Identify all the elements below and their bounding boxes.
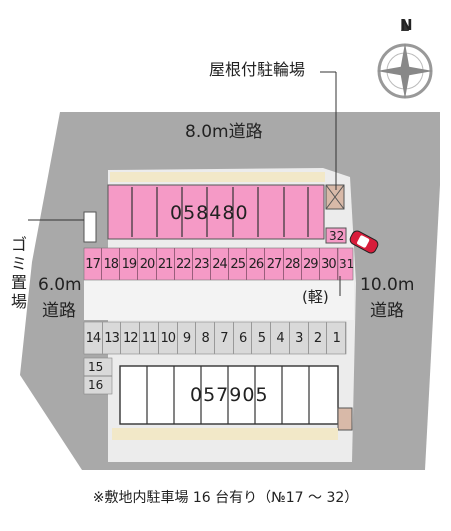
road-right-width: 10.0m bbox=[360, 275, 415, 295]
driveway bbox=[84, 280, 354, 320]
south-shed bbox=[337, 407, 353, 431]
parking-slot-20: 20 bbox=[138, 248, 157, 280]
building-south-number: 057905 bbox=[190, 384, 269, 406]
parking-slot-7: 7 bbox=[215, 322, 234, 354]
parking-slot-32: 32 bbox=[329, 229, 345, 243]
parking-slot-1: 1 bbox=[327, 322, 347, 354]
building-north bbox=[107, 184, 325, 240]
parking-slot-10: 10 bbox=[159, 322, 178, 354]
parking-slot-21: 21 bbox=[157, 248, 175, 280]
parking-row-pink-bg bbox=[83, 247, 339, 281]
bike-shed-label: 屋根付駐輪場 bbox=[209, 60, 306, 79]
parking-slot-3: 3 bbox=[290, 322, 309, 354]
parking-slot-16: 16 bbox=[88, 378, 104, 392]
parking-slot-30: 30 bbox=[320, 248, 338, 280]
parking-slot-2: 2 bbox=[309, 322, 328, 354]
parking-slot-13: 13 bbox=[103, 322, 122, 354]
parking-slot-9: 9 bbox=[178, 322, 197, 354]
road-top-label: 8.0m道路 bbox=[185, 122, 263, 142]
parking-slot-24: 24 bbox=[211, 248, 230, 280]
parking-slot-25: 25 bbox=[229, 248, 248, 280]
parking-slot-29: 29 bbox=[302, 248, 320, 280]
road-left-width: 6.0m bbox=[38, 275, 82, 295]
kei-label: (軽) bbox=[302, 288, 329, 306]
road-right-name: 道路 bbox=[370, 301, 404, 321]
garbage-label: ゴミ置場 bbox=[10, 235, 27, 311]
parking-slot-31-bg bbox=[337, 247, 354, 281]
parking-slot-18: 18 bbox=[102, 248, 121, 280]
parking-slot-22: 22 bbox=[175, 248, 193, 280]
building-south bbox=[119, 365, 339, 425]
parking-slot-17: 17 bbox=[84, 248, 103, 280]
parking-slot-6: 6 bbox=[234, 322, 253, 354]
parking-slot-26: 26 bbox=[247, 248, 266, 280]
compass-rose-icon bbox=[377, 19, 433, 99]
parking-slot-19: 19 bbox=[120, 248, 139, 280]
car-icon bbox=[349, 230, 379, 254]
planting-strip-bottom bbox=[112, 428, 338, 440]
parking-slot-23: 23 bbox=[193, 248, 211, 280]
parking-slot-32-bg bbox=[325, 227, 347, 244]
building-north-units bbox=[131, 187, 309, 237]
compass-north-label: N bbox=[400, 16, 413, 34]
planting-strip-top bbox=[110, 172, 325, 182]
building-north-number: 058480 bbox=[170, 202, 249, 224]
parking-slot-28: 28 bbox=[284, 248, 302, 280]
parking-slot-12: 12 bbox=[121, 322, 141, 354]
footer-note: ※敷地内駐車場 16 台有り（№17 ～ 32） bbox=[92, 490, 359, 506]
parking-slot-8: 8 bbox=[196, 322, 216, 354]
parking-slot-31: 31 bbox=[339, 257, 355, 271]
parking-slot-4: 4 bbox=[271, 322, 290, 354]
road-left-name: 道路 bbox=[42, 301, 76, 321]
parking-slot-5: 5 bbox=[252, 322, 272, 354]
parking-slot-15: 15 bbox=[88, 360, 104, 374]
garbage-shed bbox=[83, 211, 97, 243]
parking-slot-11: 11 bbox=[140, 322, 159, 354]
parking-slot-27: 27 bbox=[265, 248, 284, 280]
parking-slot-14: 14 bbox=[84, 322, 103, 354]
